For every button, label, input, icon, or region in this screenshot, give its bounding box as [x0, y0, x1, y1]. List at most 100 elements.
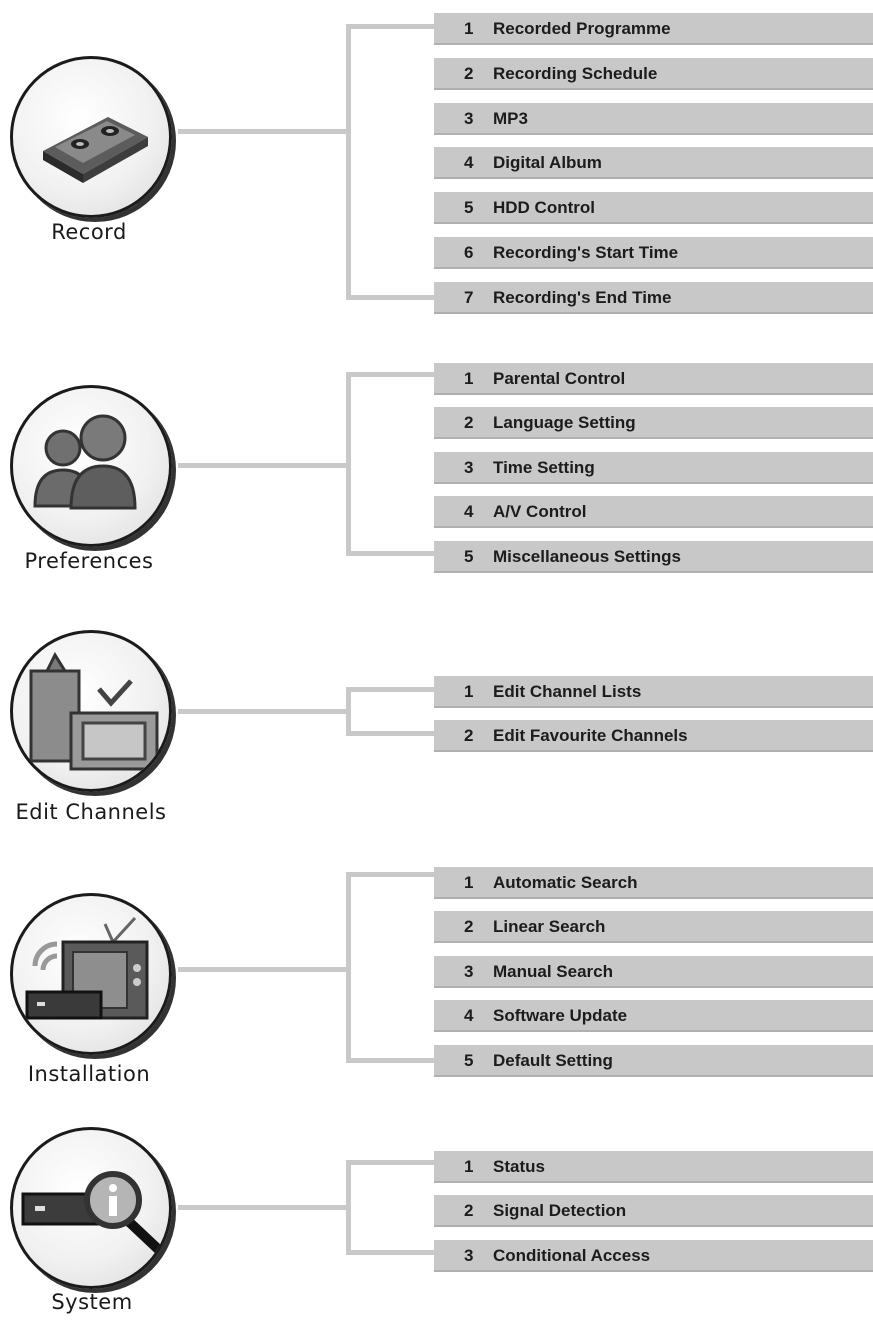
- connector-line: [346, 687, 351, 736]
- item-label: HDD Control: [493, 198, 595, 217]
- menu-item-av-control[interactable]: 4 A/V Control: [434, 496, 873, 526]
- item-label: Default Setting: [493, 1051, 613, 1070]
- item-number: 4: [464, 502, 474, 521]
- menu-item-recording-end-time[interactable]: 7 Recording's End Time: [434, 282, 873, 312]
- item-number: 4: [464, 1006, 474, 1025]
- connector-stub: [351, 1160, 434, 1165]
- item-number: 7: [464, 288, 474, 307]
- item-label: Conditional Access: [493, 1246, 651, 1265]
- item-number: 5: [464, 1051, 474, 1070]
- item-number: 1: [464, 19, 474, 38]
- menu-item-recorded-programme[interactable]: 1 Recorded Programme: [434, 13, 873, 43]
- menu-item-conditional-access[interactable]: 3 Conditional Access: [434, 1240, 873, 1270]
- menu-item-miscellaneous-settings[interactable]: 5 Miscellaneous Settings: [434, 541, 873, 571]
- connector-line: [346, 372, 351, 556]
- item-number: 1: [464, 873, 474, 892]
- item-number: 1: [464, 1157, 474, 1176]
- menu-item-signal-detection[interactable]: 2 Signal Detection: [434, 1195, 873, 1225]
- menu-item-edit-favourite-channels[interactable]: 2 Edit Favourite Channels: [434, 720, 873, 750]
- menu-item-recording-schedule[interactable]: 2 Recording Schedule: [434, 58, 873, 88]
- installation-icon-circle: [10, 893, 172, 1055]
- connector-line: [346, 1160, 351, 1255]
- connector-line: [346, 872, 351, 1063]
- item-number: 5: [464, 198, 474, 217]
- item-label: Miscellaneous Settings: [493, 547, 681, 566]
- menu-item-default-setting[interactable]: 5 Default Setting: [434, 1045, 873, 1075]
- preferences-icon-circle: [10, 385, 172, 547]
- item-label: Recorded Programme: [493, 19, 671, 38]
- item-label: Edit Channel Lists: [493, 682, 642, 701]
- section-label-record: Record: [51, 220, 127, 244]
- item-number: 6: [464, 243, 474, 262]
- connector-line: [178, 463, 351, 468]
- section-label-edit-channels: Edit Channels: [15, 800, 167, 824]
- menu-item-mp3[interactable]: 3 MP3: [434, 103, 873, 133]
- clipboard-tv-icon: [29, 651, 159, 771]
- connector-stub: [351, 551, 434, 556]
- section-label-preferences: Preferences: [24, 549, 154, 573]
- item-label: Recording's Start Time: [493, 243, 679, 262]
- item-number: 3: [464, 109, 474, 128]
- connector-stub: [351, 24, 434, 29]
- edit-channels-menu-button[interactable]: [10, 630, 172, 792]
- connector-line: [178, 709, 351, 714]
- item-label: Time Setting: [493, 458, 595, 477]
- item-number: 1: [464, 682, 474, 701]
- item-label: Signal Detection: [493, 1201, 627, 1220]
- menu-item-status[interactable]: 1 Status: [434, 1151, 873, 1181]
- item-number: 2: [464, 917, 474, 936]
- item-label: Recording's End Time: [493, 288, 672, 307]
- item-number: 3: [464, 962, 474, 981]
- menu-item-hdd-control[interactable]: 5 HDD Control: [434, 192, 873, 222]
- connector-stub: [351, 872, 434, 877]
- item-number: 2: [464, 1201, 474, 1220]
- item-number: 5: [464, 547, 474, 566]
- section-label-installation: Installation: [27, 1062, 151, 1086]
- menu-item-automatic-search[interactable]: 1 Automatic Search: [434, 867, 873, 897]
- cassette-icon: [43, 117, 148, 183]
- connector-line: [178, 967, 351, 972]
- menu-item-edit-channel-lists[interactable]: 1 Edit Channel Lists: [434, 676, 873, 706]
- connector-stub: [351, 295, 434, 300]
- connector-stub: [351, 687, 434, 692]
- item-label: A/V Control: [493, 502, 587, 521]
- item-number: 3: [464, 1246, 474, 1265]
- connector-stub: [351, 731, 434, 736]
- connector-line: [178, 1205, 351, 1210]
- edit-channels-icon-circle: [10, 630, 172, 792]
- item-label: Status: [493, 1157, 545, 1176]
- record-menu-button[interactable]: [10, 56, 172, 218]
- item-label: Automatic Search: [493, 873, 638, 892]
- users-icon: [33, 414, 137, 510]
- item-number: 2: [464, 64, 474, 83]
- item-label: Parental Control: [493, 369, 626, 388]
- tv-antenna-icon: [25, 916, 149, 1020]
- connector-line: [346, 24, 351, 300]
- item-label: Recording Schedule: [493, 64, 658, 83]
- connector-line: [178, 129, 351, 134]
- connector-stub: [351, 1058, 434, 1063]
- record-icon-circle: [10, 56, 172, 218]
- item-number: 2: [464, 726, 474, 745]
- menu-item-recording-start-time[interactable]: 6 Recording's Start Time: [434, 237, 873, 267]
- item-label: Digital Album: [493, 153, 602, 172]
- menu-item-linear-search[interactable]: 2 Linear Search: [434, 911, 873, 941]
- installation-menu-button[interactable]: [10, 893, 172, 1055]
- info-magnifier-icon: [21, 1171, 163, 1254]
- item-label: MP3: [493, 109, 528, 128]
- item-label: Edit Favourite Channels: [493, 726, 688, 745]
- section-label-system: System: [51, 1290, 133, 1314]
- system-icon-circle: [10, 1127, 172, 1289]
- connector-stub: [351, 372, 434, 377]
- item-label: Language Setting: [493, 413, 636, 432]
- item-label: Linear Search: [493, 917, 606, 936]
- preferences-menu-button[interactable]: [10, 385, 172, 547]
- connector-stub: [351, 1250, 434, 1255]
- system-menu-button[interactable]: [10, 1127, 172, 1289]
